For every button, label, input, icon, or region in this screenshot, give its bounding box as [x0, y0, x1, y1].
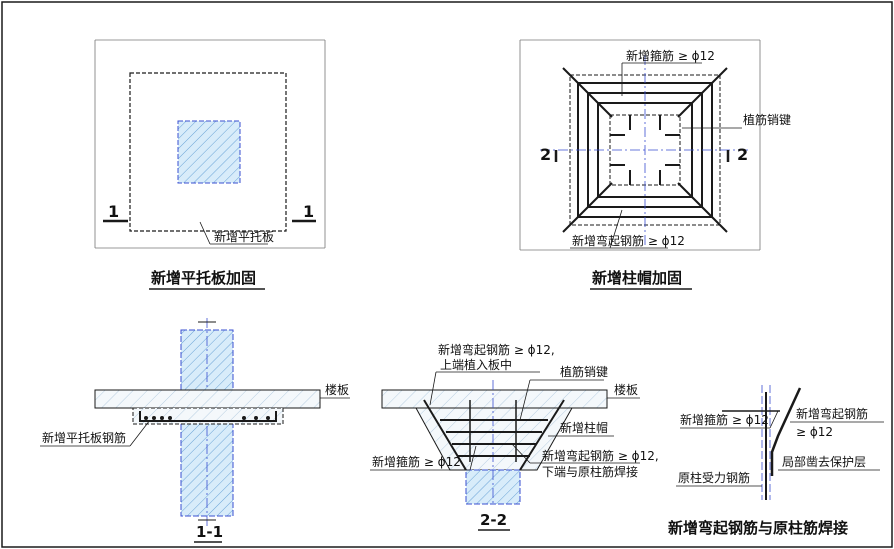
dowel-label: 植筋销键	[560, 364, 608, 379]
section-2-2-drawing: 新增弯起钢筋 ≥ ϕ12, 上端植入板中 植筋销键 楼板 新增柱帽 新增箍筋 ≥…	[370, 342, 659, 531]
slab-label: 楼板	[614, 382, 638, 397]
stirrup-leader	[769, 410, 779, 429]
weld-bent-bar-label-1: 新增弯起钢筋	[796, 406, 868, 421]
section-mark-left-text: 2	[540, 145, 551, 164]
rebar-dot	[152, 416, 156, 420]
bent-bar-leader	[429, 371, 437, 406]
section-mark-right-text: 2	[737, 145, 748, 164]
bent-bar	[770, 387, 802, 476]
bent-bar	[519, 399, 565, 471]
panel-label: 新增平托板	[214, 229, 274, 244]
drop-panel-outline	[129, 72, 287, 232]
weld-detail-drawing: 新增箍筋 ≥ ϕ12 新增弯起钢筋 ≥ ϕ12 局部凿去保护层 原柱受力钢筋 新…	[668, 385, 884, 537]
rebar-dot	[242, 416, 246, 420]
stirrup-label: 新增箍筋 ≥ ϕ12	[372, 454, 461, 469]
bent-bar-bottom-leader	[511, 443, 531, 464]
weld-cover-label: 局部凿去保护层	[782, 454, 866, 469]
bent-bar-leader	[609, 209, 623, 249]
column-section	[177, 120, 241, 184]
bent-bar-bottom-label-2: 下端与原柱筋焊接	[542, 464, 638, 479]
caption-flat-drop-panel: 新增平托板加固	[151, 269, 256, 287]
slab-section	[94, 389, 321, 409]
caption-column-capital: 新增柱帽加固	[592, 269, 682, 287]
drop-panel-rebar	[139, 411, 277, 422]
slab-label: 楼板	[325, 382, 349, 397]
panel-leader	[199, 221, 211, 245]
bent-bar-label-2: 上端植入板中	[440, 357, 512, 372]
caption-section-2-2: 2-2	[480, 511, 507, 529]
rebar-dot	[160, 416, 164, 420]
flat-drop-panel-drawing: 1 1 新增平托板 新增平托板加固	[94, 39, 326, 290]
stirrup-label: 新增箍筋 ≥ ϕ12	[626, 48, 715, 63]
slab-section	[381, 389, 608, 409]
rebar-label: 新增平托板钢筋	[42, 430, 126, 445]
bent-bar-diagonal	[562, 67, 613, 118]
stirrup-leader	[469, 445, 477, 471]
capital-label: 新增柱帽	[560, 420, 608, 435]
bent-bar-bottom-label-1: 新增弯起钢筋 ≥ ϕ12,	[542, 448, 659, 463]
dowel-leader	[519, 379, 531, 421]
section-mark-left-text: 1	[108, 202, 119, 221]
caption-section-1-1: 1-1	[196, 523, 223, 541]
capital-section	[415, 407, 573, 471]
bent-bar-diagonal	[677, 182, 728, 233]
section-1-1-drawing: 楼板 新增平托板钢筋 1-1	[40, 318, 350, 543]
rebar-dot	[144, 416, 148, 420]
rebar-leader	[129, 419, 151, 447]
column-capital-drawing: 2 2 新增箍筋 ≥ ϕ12 植筋销键 新增弯起钢筋 ≥ ϕ12 新增柱帽加固	[519, 39, 791, 290]
section-mark-right-text: 1	[303, 202, 314, 221]
bent-bar-label-1: 新增弯起钢筋 ≥ ϕ12,	[438, 342, 555, 357]
rebar-dot	[168, 416, 172, 420]
bent-bar-label: 新增弯起钢筋 ≥ ϕ12	[572, 233, 685, 248]
rebar-dot	[254, 416, 258, 420]
weld-bent-bar-label-2: ≥ ϕ12	[796, 425, 833, 439]
bent-bar-diagonal	[677, 67, 728, 118]
weld-main-bar-label: 原柱受力钢筋	[678, 470, 750, 485]
bent-bar-diagonal	[562, 182, 613, 233]
dowel-label: 植筋销键	[743, 112, 791, 127]
rebar-dot	[266, 416, 270, 420]
weld-stirrup-label: 新增箍筋 ≥ ϕ12	[680, 412, 769, 427]
caption-weld-detail: 新增弯起钢筋与原柱筋焊接	[668, 519, 848, 537]
bent-bar	[423, 399, 467, 471]
